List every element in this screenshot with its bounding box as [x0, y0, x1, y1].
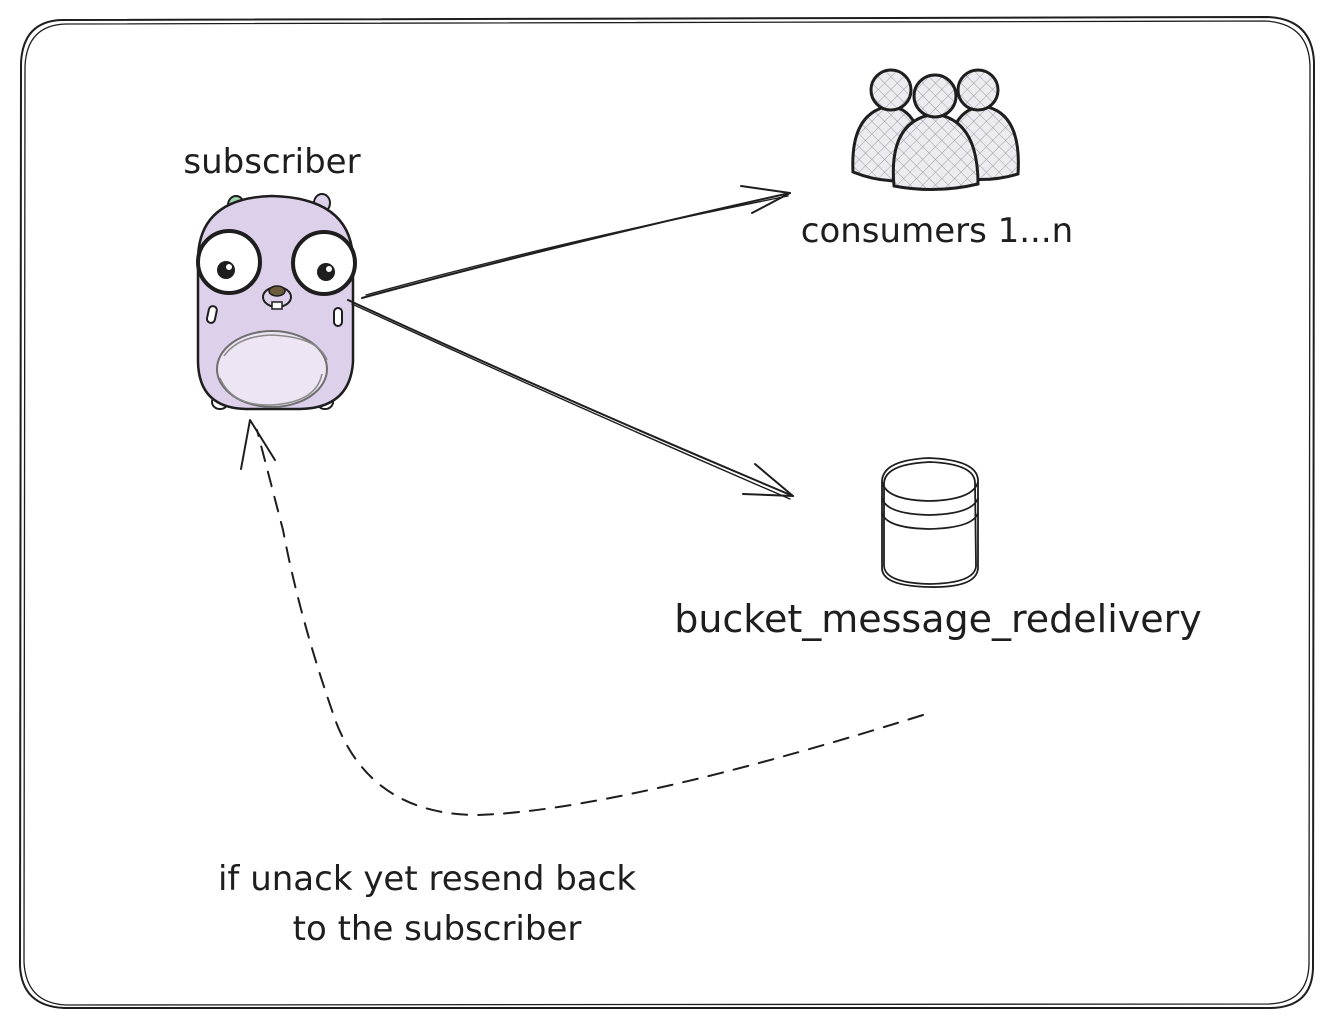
note-line-2: to the subscriber: [293, 909, 582, 949]
bucket-node[interactable]: bucket_message_redelivery: [674, 457, 1202, 641]
note-line-1: if unack yet resend back: [218, 859, 636, 899]
database-cylinder-icon: [881, 457, 979, 588]
consumers-node[interactable]: consumers 1...n: [801, 68, 1073, 251]
subscriber-label: subscriber: [183, 142, 360, 182]
resend-note: if unack yet resend back to the subscrib…: [218, 859, 636, 949]
edge-subscriber-to-bucket: [347, 299, 794, 500]
subscriber-node[interactable]: subscriber: [183, 142, 361, 411]
edge-subscriber-to-consumers: [361, 185, 791, 299]
gopher-icon: [196, 193, 357, 411]
users-group-icon: [851, 68, 1020, 192]
frame: [19, 16, 1315, 1009]
edge-bucket-to-subscriber: [240, 419, 924, 816]
bucket-label: bucket_message_redelivery: [674, 597, 1202, 641]
consumers-label: consumers 1...n: [801, 211, 1073, 251]
